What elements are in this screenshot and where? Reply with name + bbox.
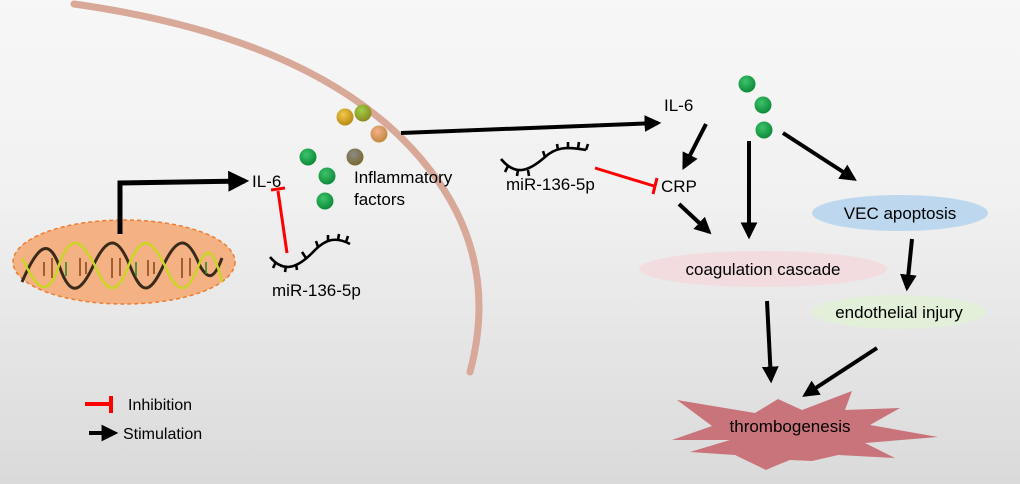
node-endothelial-injury: endothelial injury [812, 295, 986, 329]
arrow-factors-to-vec [781, 131, 857, 181]
nucleus [12, 219, 236, 305]
legend-inhibition-icon [85, 396, 113, 413]
arrow-coagulation-to-thrombogenesis [761, 300, 779, 384]
label-inflammatory-line1: Inflammatory [354, 168, 453, 187]
arrow-vec-to-endothelial [900, 238, 917, 292]
node-coagulation-cascade: coagulation cascade [639, 251, 887, 287]
mirna-icon [269, 233, 351, 273]
label-mirna-right: miR-136-5p [506, 175, 595, 194]
arrow-dna-to-il6 [117, 170, 250, 234]
legend-inhibition-label: Inhibition [128, 397, 192, 414]
node-vec-apoptosis: VEC apoptosis [812, 195, 988, 231]
cell-membrane [70, 0, 483, 376]
node-thrombogenesis: thrombogenesis [672, 391, 938, 470]
label-il6-extracellular: IL-6 [664, 96, 693, 115]
inhibition-mirna-to-crp [594, 166, 659, 195]
label-thrombogenesis: thrombogenesis [730, 417, 851, 436]
il6-molecules-icon [738, 75, 773, 139]
label-endothelial: endothelial injury [835, 303, 963, 322]
legend-stimulation-label: Stimulation [123, 426, 202, 443]
legend: Inhibition Stimulation [85, 396, 202, 443]
arrow-il6-to-crp [682, 123, 708, 170]
inhibition-mirna-to-il6 [270, 186, 289, 254]
inflammatory-factors-icon [299, 104, 388, 210]
label-vec: VEC apoptosis [844, 204, 956, 223]
label-il6-intracellular: IL-6 [252, 172, 281, 191]
label-coagulation: coagulation cascade [685, 260, 840, 279]
label-mirna-left: miR-136-5p [272, 281, 361, 300]
arrow-crp-to-coagulation [677, 202, 712, 235]
label-inflammatory-line2: factors [354, 190, 405, 209]
arrow-factors-to-il6 [400, 115, 662, 135]
dna-helix-icon [20, 241, 224, 290]
arrow-endothelial-to-thrombogenesis [802, 346, 879, 397]
mirna-icon-right [499, 141, 590, 177]
label-crp: CRP [661, 177, 697, 196]
